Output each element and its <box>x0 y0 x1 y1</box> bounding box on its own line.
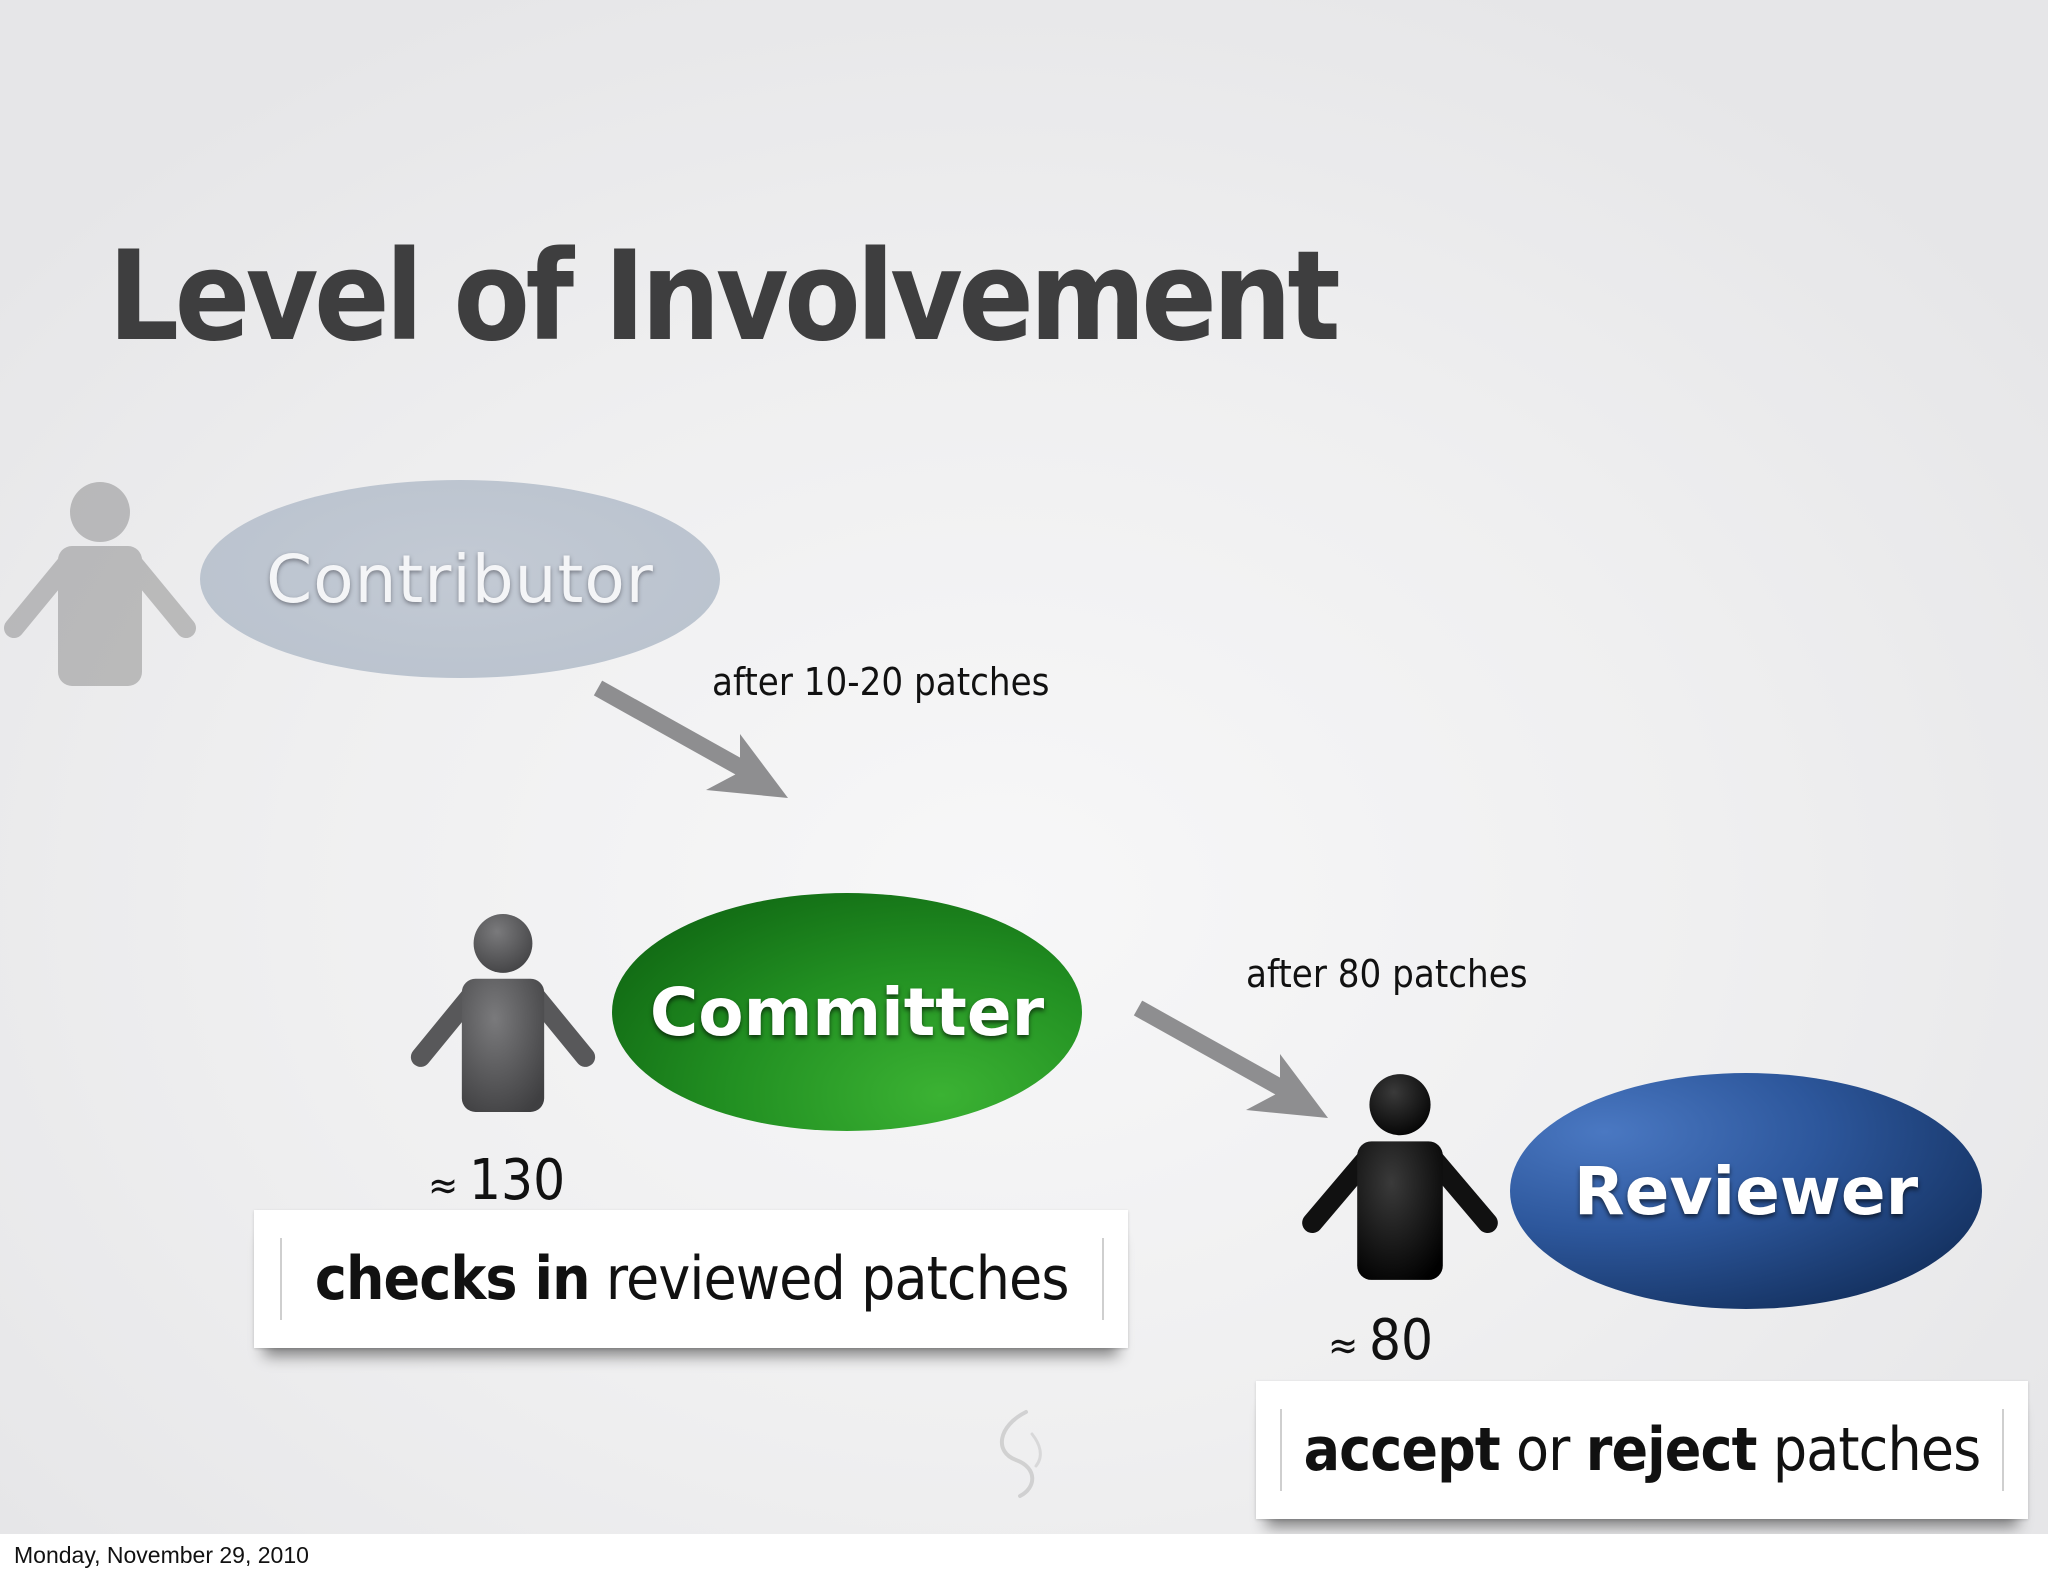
footer-date: Monday, November 29, 2010 <box>14 1542 309 1568</box>
committer-ellipse: Committer <box>612 893 1082 1131</box>
reviewer-description-box: accept or reject patches <box>1256 1381 2028 1519</box>
approx-symbol: ≈ <box>428 1163 459 1209</box>
reviewer-ellipse: Reviewer <box>1510 1073 1982 1309</box>
reviewer-label: Reviewer <box>1573 1152 1919 1230</box>
description-text-patches: patches <box>1756 1415 1981 1485</box>
swirl-watermark-icon <box>999 1410 1042 1498</box>
committer-count-value: 130 <box>468 1148 566 1213</box>
description-bold-reject: reject <box>1585 1415 1758 1485</box>
reviewer-description: accept or reject patches <box>1280 1409 2004 1491</box>
reviewer-count-value: 80 <box>1368 1308 1434 1373</box>
arrow-down-right-icon <box>593 680 788 798</box>
description-bold-accept: accept <box>1303 1415 1501 1485</box>
description-text-or: or <box>1499 1415 1586 1485</box>
committer-count: ≈130 <box>428 1148 565 1213</box>
committer-description-box: checks in reviewed patches <box>254 1210 1128 1348</box>
description-bold: checks in <box>315 1244 591 1314</box>
reviewer-count: ≈80 <box>1328 1308 1433 1373</box>
description-text: reviewed patches <box>589 1244 1070 1314</box>
contributor-ellipse: Contributor <box>200 480 720 678</box>
arrow-down-right-icon <box>1133 1000 1328 1118</box>
person-icon <box>4 482 196 686</box>
committer-description: checks in reviewed patches <box>280 1238 1104 1320</box>
approx-symbol: ≈ <box>1328 1323 1359 1369</box>
footer: Monday, November 29, 2010 <box>0 1534 2048 1576</box>
slide-title: Level of Involvement <box>108 225 1341 369</box>
committer-label: Committer <box>649 973 1045 1051</box>
transition-label: after 10-20 patches <box>712 660 1050 704</box>
person-icon <box>1302 1074 1498 1280</box>
transition-label: after 80 patches <box>1246 952 1528 996</box>
contributor-label: Contributor <box>266 540 654 618</box>
person-icon <box>410 914 596 1112</box>
slide: Level of Involvement Contributor after 1… <box>0 0 2048 1534</box>
